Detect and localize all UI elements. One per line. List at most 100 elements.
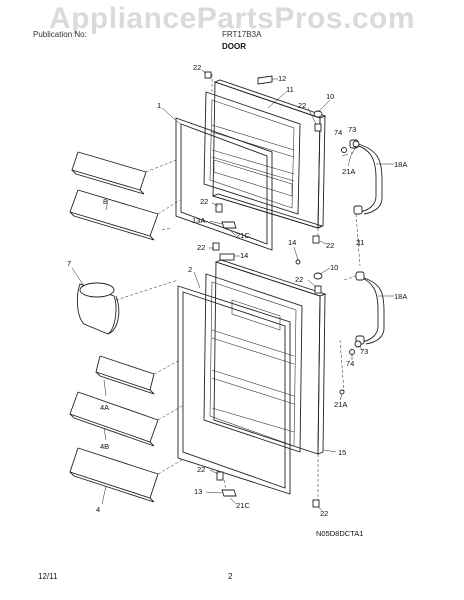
callout-22-top: 22 xyxy=(193,63,201,72)
plug-22-d xyxy=(314,285,322,294)
leader-10-b xyxy=(319,267,331,275)
callout-8: 8 xyxy=(103,197,107,206)
callout-11: 11 xyxy=(286,85,294,94)
freezer-handle-18A xyxy=(349,139,383,215)
dash-handle-21 xyxy=(355,213,361,267)
callout-21A-top: 21A xyxy=(342,167,355,176)
callout-14-b: 14 xyxy=(240,251,248,260)
freezer-shelf-8-lower xyxy=(69,189,159,241)
leader-22-top xyxy=(201,69,207,74)
callout-13A: 13A xyxy=(192,216,205,225)
bottom-plug-22-f xyxy=(312,499,320,508)
callout-4B: 4B xyxy=(100,442,109,451)
dairy-bin-7 xyxy=(76,282,120,335)
screw-74-top xyxy=(341,147,347,153)
leader-2 xyxy=(193,271,201,289)
callout-18A-top: 18A xyxy=(394,160,407,169)
screw-74-b xyxy=(349,349,355,355)
callout-22-mid: 22 xyxy=(200,197,208,206)
watermark: AppliancePartsPros.com xyxy=(48,2,416,35)
hinge-pin-cap-22-top xyxy=(204,71,212,79)
leader-7 xyxy=(71,267,85,287)
dash-asm-a xyxy=(161,227,173,231)
leader-73-top xyxy=(351,145,357,155)
dash-4A xyxy=(153,359,181,375)
leader-21C-b xyxy=(229,497,237,505)
leader-13 xyxy=(205,491,223,494)
dash-handle-b xyxy=(343,275,357,281)
callout-21C-top: 21C xyxy=(236,231,250,240)
dash-dairy xyxy=(115,279,179,301)
callout-22-c: 22 xyxy=(326,241,334,250)
callout-12: 12 xyxy=(278,74,286,83)
callout-22-e: 22 xyxy=(197,465,205,474)
callout-74-b: 74 xyxy=(346,359,354,368)
leader-73-b xyxy=(359,345,363,351)
hinge-pin-14 xyxy=(295,259,301,265)
fresh-food-handle-18A xyxy=(355,271,385,345)
screw-73-b xyxy=(354,340,362,348)
callout-18A-b: 18A xyxy=(394,292,407,301)
plug-10-b xyxy=(313,272,323,280)
leader-10-top xyxy=(317,99,331,113)
callout-22-b: 22 xyxy=(298,101,306,110)
callout-4A: 4A xyxy=(100,403,109,412)
door-bin-4A xyxy=(95,355,155,395)
fresh-food-gasket-2 xyxy=(177,285,291,495)
callout-13: 13 xyxy=(194,487,202,496)
hinge-plug-22-mid xyxy=(215,203,223,213)
leader-11 xyxy=(267,91,287,109)
callout-21: 21 xyxy=(356,238,364,247)
leader-13A xyxy=(209,220,223,225)
leader-22-e xyxy=(209,469,219,475)
publication-label: Publication No: xyxy=(33,30,87,39)
door-stop-12 xyxy=(257,75,273,85)
callout-73-top: 73 xyxy=(348,125,356,134)
callout-15: 15 xyxy=(338,448,346,457)
leader-1 xyxy=(161,107,181,125)
leader-4 xyxy=(101,485,107,505)
footer-date: 12/11 xyxy=(38,572,58,581)
dash-asm-e xyxy=(223,479,227,491)
bottom-hinge-13 xyxy=(221,489,237,497)
leader-22-b xyxy=(307,107,317,125)
diagram-code: N05D8DCTA1 xyxy=(316,529,363,538)
footer-page-number: 2 xyxy=(228,572,233,581)
leader-21 xyxy=(357,237,361,247)
callout-7: 7 xyxy=(67,259,71,268)
door-bin-4 xyxy=(69,447,159,503)
hinge-13A xyxy=(221,221,237,229)
callout-21C-b: 21C xyxy=(236,501,250,510)
callout-22-d: 22 xyxy=(295,275,303,284)
leader-4B xyxy=(103,427,107,441)
callout-10-b: 10 xyxy=(330,263,338,272)
model-number: FRT17B3A xyxy=(222,30,262,39)
leader-22-d xyxy=(307,279,317,288)
callout-74-top: 74 xyxy=(334,128,342,137)
section-title: DOOR xyxy=(222,42,246,51)
freezer-door-outer-11 xyxy=(211,79,327,229)
freezer-shelf-8-upper xyxy=(71,151,147,195)
plug-22-b xyxy=(314,123,322,132)
leader-21C-top xyxy=(229,229,237,237)
bottom-hinge-plug-22-e xyxy=(216,471,224,481)
callout-4: 4 xyxy=(96,505,100,514)
leader-21A-top xyxy=(347,151,353,167)
plug-10-top xyxy=(313,110,323,118)
callout-22-f: 22 xyxy=(320,509,328,518)
callout-21A-b: 21A xyxy=(334,400,347,409)
leader-21A-b xyxy=(339,393,343,401)
callout-22-hinge: 22 xyxy=(197,243,205,252)
screw-73-top xyxy=(352,140,360,148)
freezer-gasket-1 xyxy=(175,117,273,251)
dash-shelf-8-a xyxy=(145,159,177,173)
center-hinge-14 xyxy=(219,253,235,261)
screw-21A-b xyxy=(339,389,345,395)
leader-22-mid xyxy=(211,202,219,207)
fresh-food-door-liner xyxy=(203,273,303,453)
leader-14-b xyxy=(293,246,299,261)
dash-4 xyxy=(157,459,183,475)
callout-14: 14 xyxy=(288,238,296,247)
